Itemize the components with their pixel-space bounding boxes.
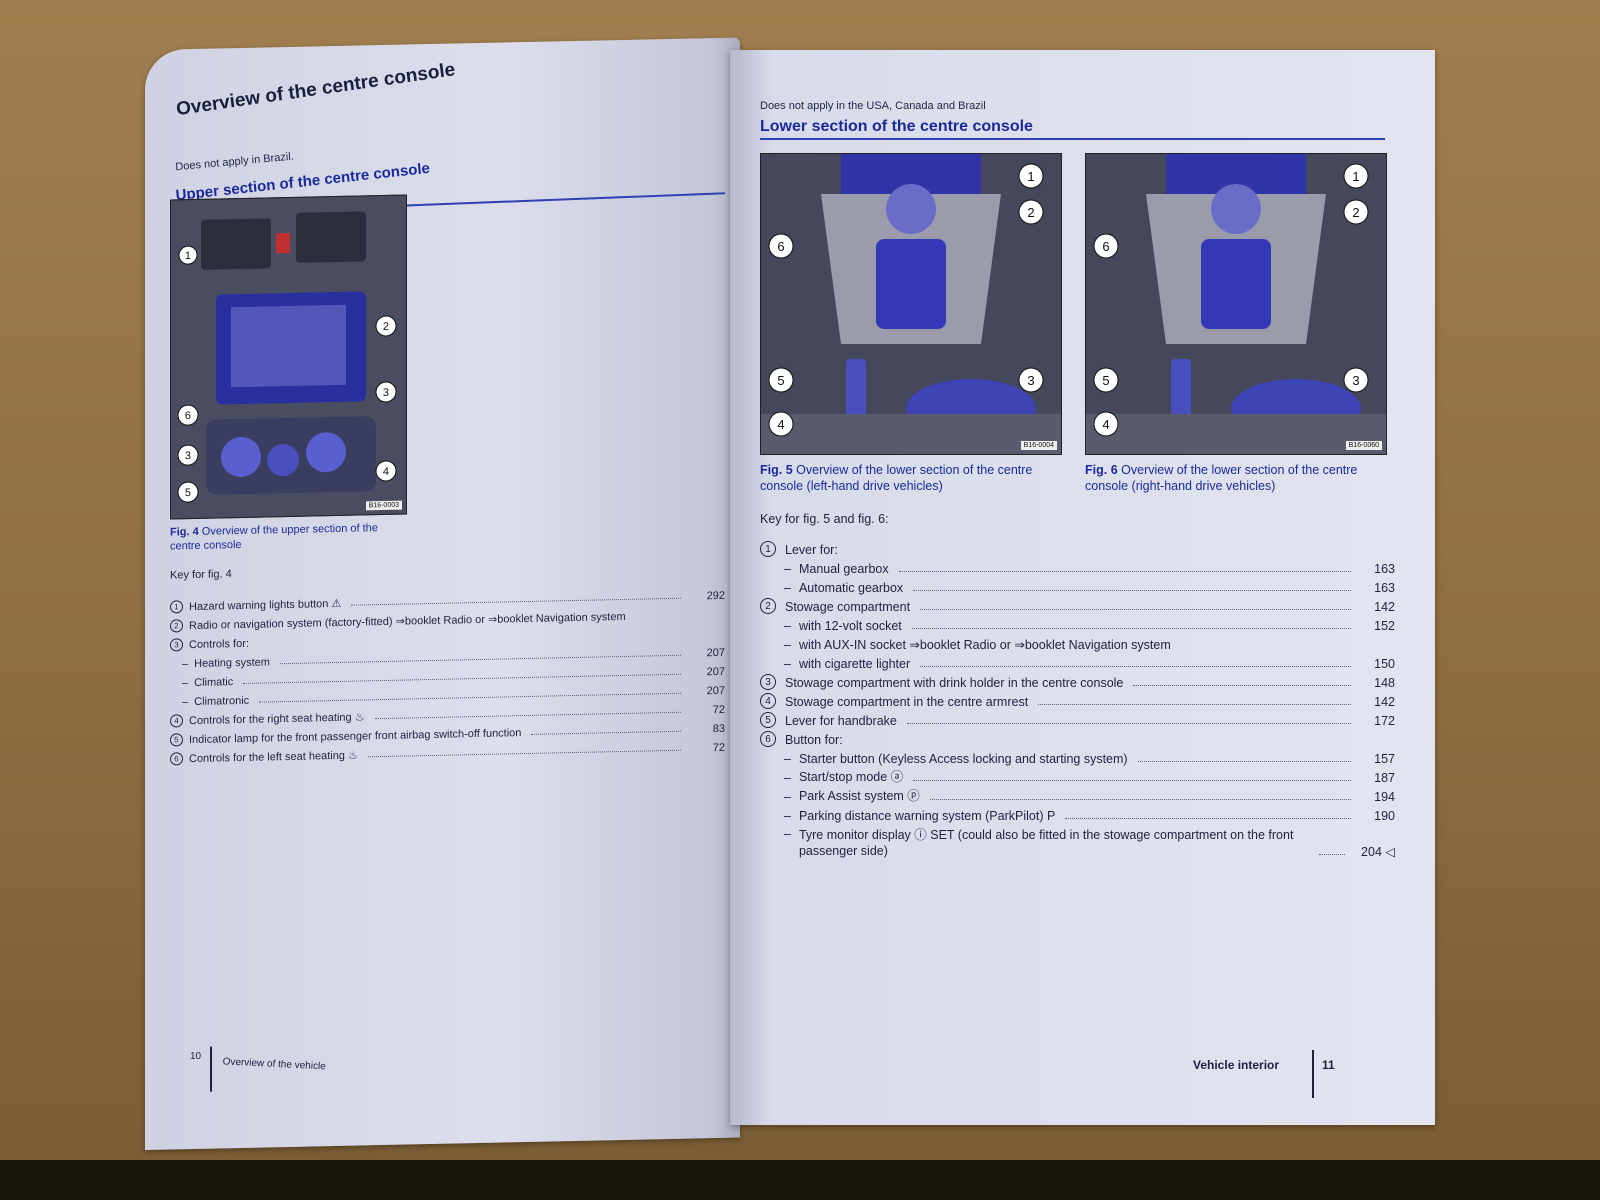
key-heading: Key for fig. 4 <box>170 568 232 582</box>
footer-section: Vehicle interior <box>1193 1058 1280 1072</box>
footer-page-number: 11 <box>1322 1058 1335 1072</box>
footer-divider <box>1312 1050 1314 1098</box>
footer-divider <box>210 1046 212 1092</box>
svg-text:5: 5 <box>1102 373 1109 388</box>
key-heading: Key for fig. 5 and fig. 6: <box>760 512 889 526</box>
figure-5: 1 2 6 5 3 4 B16-0004 <box>760 153 1062 455</box>
svg-text:1: 1 <box>1027 169 1034 184</box>
svg-text:4: 4 <box>777 417 784 432</box>
page-title: Overview of the centre console <box>175 59 457 121</box>
section-heading: Lower section of the centre console <box>760 118 1033 135</box>
svg-text:4: 4 <box>1102 417 1109 432</box>
callout-5: 5 <box>185 487 191 499</box>
callout-6: 6 <box>185 410 191 422</box>
lower-console-rhd-illustration: 1 2 6 5 3 4 <box>1086 154 1386 454</box>
svg-text:1: 1 <box>1352 169 1359 184</box>
open-manual: Overview of the centre console Does not … <box>140 30 1450 1160</box>
figure-code: B16-0004 <box>1020 441 1057 450</box>
figure-5-caption: Fig. 5 Overview of the lower section of … <box>760 462 1060 494</box>
svg-text:5: 5 <box>777 373 784 388</box>
footer-page-number: 10 <box>190 1050 202 1063</box>
caption-text: Overview of the lower section of the cen… <box>1085 463 1358 493</box>
svg-text:6: 6 <box>777 239 784 254</box>
key-subitem: –with AUX-IN socket ⇒booklet Radio or ⇒b… <box>784 638 1171 652</box>
svg-text:2: 2 <box>1352 205 1359 220</box>
svg-text:6: 6 <box>1102 239 1109 254</box>
callout-2: 2 <box>383 321 389 333</box>
caption-text: Overview of the lower section of the cen… <box>760 463 1033 493</box>
key-subitem: –Tyre monitor display ⓘ SET (could also … <box>784 827 1395 859</box>
svg-text:3: 3 <box>1027 373 1034 388</box>
lower-console-lhd-illustration: 1 2 6 5 3 4 <box>761 154 1061 454</box>
applicability-note: Does not apply in the USA, Canada and Br… <box>760 100 986 112</box>
figure-code: B16-0060 <box>1345 441 1382 450</box>
svg-text:2: 2 <box>1027 205 1034 220</box>
figure-4: 1 2 3 6 3 4 5 B16-0003 <box>170 194 407 520</box>
footer-section: Overview of the vehicle <box>222 1056 327 1073</box>
caption-label: Fig. 4 <box>170 525 199 539</box>
key-subitem: –Parking distance warning system (ParkPi… <box>784 809 1395 823</box>
figure-6: 1 2 6 5 3 4 B16-0060 <box>1085 153 1387 455</box>
key-subitem: –Starter button (Keyless Access locking … <box>784 752 1395 766</box>
right-page: Does not apply in the USA, Canada and Br… <box>730 50 1435 1125</box>
figure-4-caption: Fig. 4 Overview of the upper section of … <box>170 520 410 553</box>
applicability-note: Does not apply in Brazil. <box>175 150 295 174</box>
callout-4: 4 <box>383 466 389 478</box>
upper-console-illustration: 1 2 3 6 3 4 5 <box>171 195 406 519</box>
table-edge <box>0 1160 1600 1200</box>
caption-label: Fig. 5 <box>760 463 793 477</box>
figure-code: B16-0003 <box>365 500 402 511</box>
callout-3: 3 <box>383 387 389 399</box>
figure-6-caption: Fig. 6 Overview of the lower section of … <box>1085 462 1385 494</box>
callout-1: 1 <box>185 250 191 262</box>
svg-text:3: 3 <box>1352 373 1359 388</box>
left-page: Overview of the centre console Does not … <box>145 37 740 1151</box>
caption-label: Fig. 6 <box>1085 463 1118 477</box>
callout-3b: 3 <box>185 450 191 462</box>
caption-text: Overview of the upper section of the cen… <box>170 522 378 553</box>
heading-rule <box>760 138 1385 140</box>
